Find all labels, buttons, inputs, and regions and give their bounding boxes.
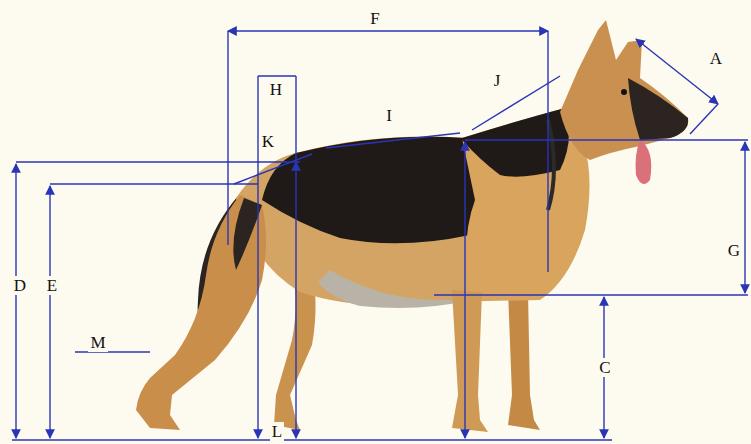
measure-letter: G bbox=[726, 241, 742, 260]
measure-letter: H bbox=[268, 80, 284, 99]
measure-lines bbox=[12, 31, 748, 440]
measure-letter: M bbox=[88, 333, 107, 352]
measure-letter: A bbox=[708, 49, 724, 68]
measure-letter: D bbox=[12, 276, 28, 295]
measure-letter: E bbox=[45, 276, 59, 295]
measure-letter: J bbox=[492, 71, 503, 90]
measure-letter: F bbox=[368, 9, 381, 28]
measure-letter: K bbox=[260, 132, 276, 151]
measure-letter: C bbox=[597, 358, 612, 377]
measure-letter: I bbox=[384, 106, 394, 125]
measure-letter: L bbox=[270, 422, 284, 441]
